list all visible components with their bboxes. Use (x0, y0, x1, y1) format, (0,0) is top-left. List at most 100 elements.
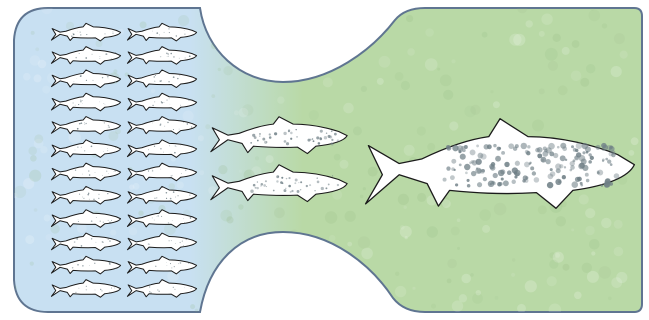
texture-dot (395, 7, 401, 13)
fish-spot (93, 80, 94, 81)
fish-spot (601, 184, 603, 186)
fish-spot (80, 122, 82, 124)
fish-spot (476, 167, 478, 169)
fish-spot (85, 57, 87, 59)
texture-dot (253, 71, 257, 75)
fish-spot (174, 289, 175, 290)
fish-spot (571, 181, 578, 188)
fish-spot (148, 30, 149, 31)
texture-dot (549, 304, 562, 317)
fish-spot (80, 34, 81, 35)
fish-spot (611, 153, 615, 157)
fish-spot (493, 173, 498, 178)
texture-dot (360, 195, 364, 199)
fish-spot (529, 163, 531, 165)
fish-spot (160, 124, 162, 126)
fish-spot (95, 290, 96, 291)
fish-spot (451, 159, 456, 164)
fish-spot (300, 181, 302, 183)
fish-spot (295, 179, 298, 182)
texture-dot (266, 155, 274, 163)
texture-dot (547, 276, 557, 286)
fish-spot (263, 184, 266, 187)
fish-spot (107, 150, 108, 151)
texture-dot (218, 68, 221, 71)
texture-dot (457, 247, 460, 250)
fish-spot (570, 165, 575, 170)
texture-dot (562, 47, 570, 55)
fish-spot (324, 136, 327, 139)
texture-dot (591, 251, 595, 255)
texture-dot (275, 266, 286, 277)
fish-spot (320, 130, 323, 133)
fish-spot (512, 180, 516, 184)
fish-spot (180, 105, 181, 106)
fish-spot (109, 263, 111, 265)
fish-spot (148, 170, 149, 171)
fish-spot (556, 168, 561, 173)
texture-dot (580, 78, 589, 87)
fish-spot (189, 55, 191, 57)
fish-spot (259, 136, 260, 137)
fish-spot (331, 139, 333, 141)
fish-spot (546, 159, 551, 164)
texture-dot (585, 208, 595, 218)
fish-spot (460, 154, 466, 160)
fish-spot (81, 245, 83, 247)
texture-dot (517, 304, 526, 313)
fish-spot (175, 197, 176, 198)
fish-spot (610, 163, 613, 166)
fish-spot (183, 122, 184, 123)
fish-spot (167, 56, 168, 57)
fish-spot (534, 177, 540, 183)
fish-spot (108, 78, 109, 79)
fish-spot (266, 186, 267, 187)
fish-spot (184, 33, 186, 35)
fish-spot (164, 102, 165, 103)
texture-dot (404, 206, 407, 209)
fish-spot (521, 143, 527, 149)
fish-spot (88, 170, 90, 172)
fish-spot (548, 174, 554, 180)
fish-spot (326, 133, 327, 134)
fish-spot (269, 136, 272, 139)
fish-spot (557, 146, 560, 149)
texture-dot (35, 47, 39, 51)
fish-spot (331, 142, 333, 144)
fish-spot (257, 181, 258, 182)
fish-spot (188, 263, 189, 264)
texture-dot (377, 78, 384, 85)
fish-spot (187, 123, 189, 125)
fish-spot (111, 220, 112, 221)
texture-dot (203, 301, 216, 314)
fish-spot (154, 198, 155, 199)
fish-spot (93, 199, 95, 201)
fish-spot (158, 290, 160, 292)
fish-spot (285, 188, 286, 189)
fish-spot (152, 170, 153, 171)
fish-spot (317, 181, 320, 184)
texture-dot (395, 72, 404, 81)
fish-spot (155, 75, 156, 76)
texture-dot (96, 40, 103, 47)
fish-spot (265, 180, 267, 182)
fish-spot (513, 147, 517, 151)
fish-spot (565, 159, 567, 161)
fish-spot (329, 136, 332, 139)
texture-dot (243, 45, 255, 57)
texture-dot (555, 253, 560, 258)
texture-dot (321, 284, 330, 293)
fish-spot (254, 136, 257, 139)
fish-spot (313, 140, 315, 142)
fish-spot (266, 141, 267, 142)
fish-spot (161, 216, 162, 217)
texture-dot (140, 21, 147, 28)
texture-dot (589, 10, 601, 22)
texture-dot (340, 160, 349, 169)
fish-spot (255, 187, 257, 189)
texture-dot (234, 110, 239, 115)
fish-spot (168, 81, 169, 82)
texture-dot (563, 264, 570, 271)
fish-spot (306, 185, 308, 187)
fish-spot (159, 81, 160, 82)
